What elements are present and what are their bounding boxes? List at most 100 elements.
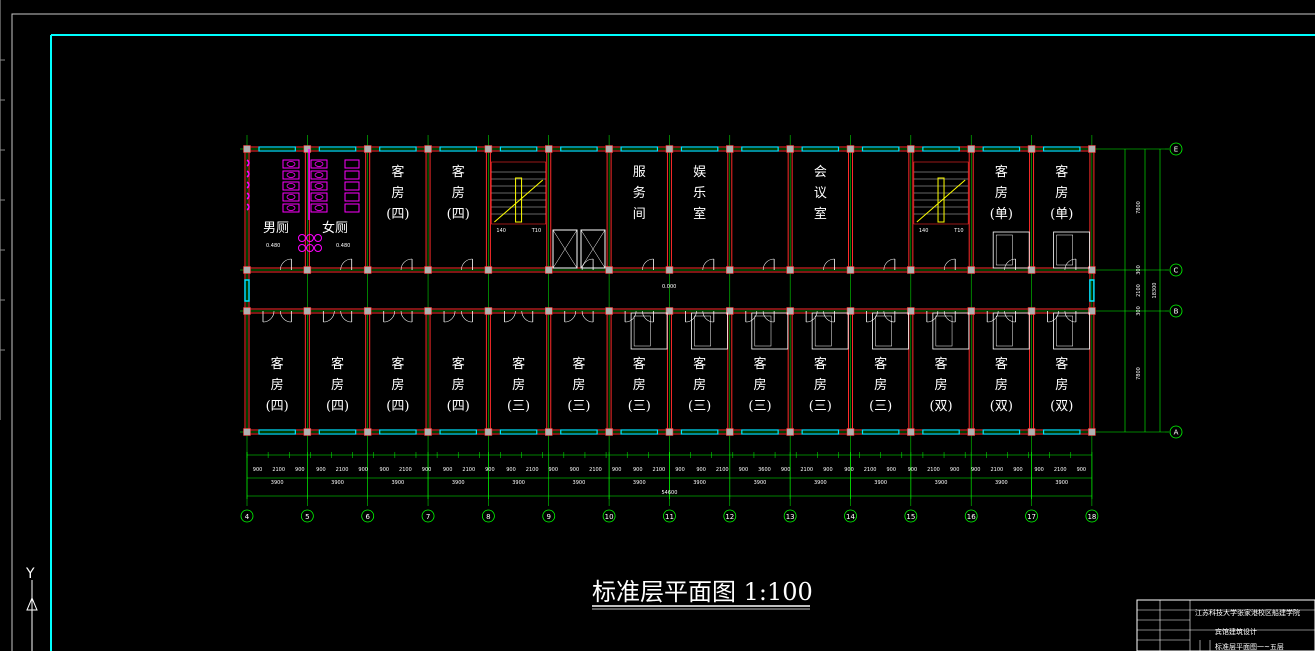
grid-bubble-y <box>1169 304 1183 318</box>
room-label-bottom: 客 <box>391 356 404 372</box>
dim-text-right: 2100 <box>1136 284 1142 297</box>
door-swing <box>262 310 275 323</box>
room-label-bottom: 房 <box>331 377 344 393</box>
grid-bubble-x-label: 8 <box>486 513 490 521</box>
column <box>545 428 553 436</box>
door-swing <box>340 310 352 323</box>
column <box>363 145 372 153</box>
room-label-top: (四) <box>386 207 409 222</box>
column <box>665 307 674 315</box>
room-label-bottom: (四) <box>447 399 470 414</box>
window <box>244 279 250 302</box>
toilet-stall <box>282 181 300 191</box>
grid-bubble-x-label: 18 <box>1087 513 1096 521</box>
dim-text-row1: 900 <box>506 467 516 473</box>
room-label-bottom: 房 <box>693 377 706 393</box>
dim-text-row1: 900 <box>950 467 960 473</box>
room-label-bottom: 房 <box>452 377 465 393</box>
title-block-school: 江苏科技大学张家港校区船建学院 <box>1195 608 1300 617</box>
urinal <box>246 159 250 167</box>
bathroom <box>992 312 1030 350</box>
dim-text-row1: 3600 <box>758 467 771 473</box>
column <box>243 307 251 315</box>
toilet-stall <box>344 203 360 213</box>
window <box>258 146 296 152</box>
toilet-stall <box>282 192 300 202</box>
grid-bubble-y <box>1169 142 1183 156</box>
grid-bubble-x <box>783 509 797 523</box>
dim-text-row1: 2100 <box>990 467 1003 473</box>
grid-bubble-x-label: 17 <box>1027 513 1036 521</box>
toilet-bowl <box>314 172 324 178</box>
room-label-top: 客 <box>452 164 465 180</box>
door-swing <box>625 310 637 323</box>
dim-text-row1: 900 <box>295 467 305 473</box>
toilet-stall <box>310 192 328 202</box>
door-swing <box>943 258 956 271</box>
stair-label: 140 <box>919 228 929 234</box>
grid-bubble-x <box>663 509 676 523</box>
window <box>620 429 659 435</box>
dim-text-row1: 900 <box>844 467 854 473</box>
toilet-bowl <box>286 205 296 211</box>
male-toilet-label: 男厕 <box>263 221 289 236</box>
grid-bubble-x-label: 11 <box>665 513 674 521</box>
room-label-top: 房 <box>452 185 465 201</box>
stair-label: T10 <box>953 228 963 234</box>
room-label-bottom: 客 <box>572 356 585 372</box>
dim-text-row2: 3900 <box>633 480 646 486</box>
toilet-stall <box>344 159 360 169</box>
column <box>303 307 312 315</box>
dim-text-row1: 2100 <box>1054 467 1067 473</box>
toilet-fixtures <box>246 149 360 252</box>
column <box>1088 307 1096 315</box>
toilet-stall <box>310 159 328 169</box>
grid-bubble-x-label: 4 <box>245 513 250 521</box>
grid-bubble-x <box>361 509 375 523</box>
grid-bubble-x-label: 12 <box>725 513 734 521</box>
door-swing <box>642 310 654 323</box>
bathroom <box>932 312 970 350</box>
window <box>499 146 538 152</box>
door-swing <box>1064 258 1076 271</box>
dim-text-row2: 3900 <box>693 480 706 486</box>
room-label-bottom: (三) <box>567 399 590 414</box>
door-swing <box>400 258 413 271</box>
toilet-stall <box>282 159 300 169</box>
grid-bubble-x <box>300 509 314 523</box>
toilet-stall <box>310 203 328 213</box>
door-swing <box>340 258 352 271</box>
title-block-project: 宾馆建筑设计 <box>1215 627 1257 636</box>
door-swing <box>762 310 775 323</box>
room-label-bottom: 房 <box>512 377 525 393</box>
grid-bubble-x <box>1085 509 1099 523</box>
male-toilet-elev: 0.480 <box>266 243 280 249</box>
female-toilet-elev: 0.480 <box>336 243 350 249</box>
room-label-bottom: (四) <box>266 399 289 414</box>
column <box>967 428 975 436</box>
column <box>243 145 251 153</box>
column <box>1088 266 1096 274</box>
room-label-bottom: 客 <box>452 356 465 372</box>
window <box>499 429 538 435</box>
stair-arrow <box>916 179 966 223</box>
column <box>424 307 432 315</box>
column <box>545 145 553 153</box>
room-label-bottom: (四) <box>326 399 349 414</box>
grid-bubble-x <box>481 509 495 523</box>
door-swing <box>883 258 895 271</box>
dim-text-row1: 2100 <box>864 467 877 473</box>
room-label-top: 室 <box>693 206 706 222</box>
dim-text-row1: 900 <box>570 467 580 473</box>
door-swing <box>943 310 956 323</box>
window <box>258 429 296 435</box>
column <box>907 266 915 274</box>
bathtub <box>995 234 1013 266</box>
door-swing <box>685 310 697 323</box>
toilet-bowl <box>286 194 296 200</box>
bathtub <box>1056 315 1074 347</box>
room-label-top: 房 <box>1055 185 1068 201</box>
room-label-bottom: (双) <box>929 399 952 414</box>
window <box>1089 279 1095 302</box>
